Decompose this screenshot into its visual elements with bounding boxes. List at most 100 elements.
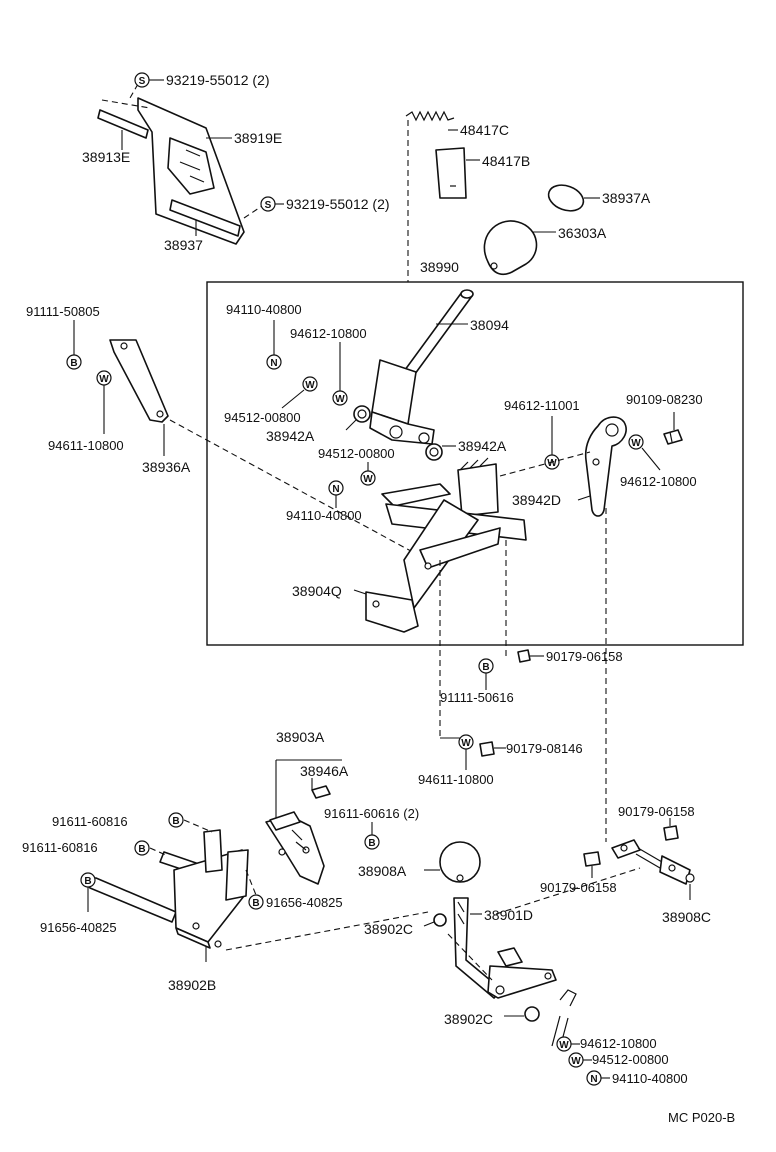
svg-text:N: N bbox=[270, 358, 277, 369]
label-94612-10800-c: 94612-10800 bbox=[580, 1036, 657, 1051]
pin-38946a-drawing bbox=[311, 785, 331, 799]
bolt-90109-08230-drawing bbox=[663, 429, 683, 445]
svg-text:W: W bbox=[461, 738, 471, 749]
bracket-38903a-drawing bbox=[265, 811, 325, 885]
bushing-38942a-right bbox=[425, 443, 443, 461]
svg-text:W: W bbox=[547, 458, 557, 469]
rod-end-38908c-drawing bbox=[611, 839, 695, 885]
label-38094: 38094 bbox=[470, 317, 509, 333]
svg-text:W: W bbox=[305, 380, 315, 391]
svg-text:N: N bbox=[590, 1074, 597, 1085]
assembly-38990-box bbox=[206, 281, 744, 646]
nut-icon-94110-40800-b: N bbox=[328, 480, 344, 496]
label-91611-60816-b: 91611-60816 bbox=[22, 840, 98, 855]
label-94611-10800-a: 94611-10800 bbox=[48, 438, 124, 453]
bushing-38942a-left bbox=[353, 405, 371, 423]
nut-90179-08146-drawing bbox=[479, 741, 495, 757]
label-90179-06158-c: 90179-06158 bbox=[540, 880, 617, 895]
washer-icon-94512-00800-b: W bbox=[360, 470, 376, 486]
label-38919e: 38919E bbox=[234, 130, 282, 146]
knob-36303a-drawing bbox=[483, 220, 538, 276]
label-38908a: 38908A bbox=[358, 863, 407, 879]
lever-38901d-drawing bbox=[453, 897, 557, 999]
nut-icon-94110-40800-c: N bbox=[586, 1070, 602, 1086]
bolt-icon-91611-60816-b: B bbox=[134, 840, 150, 856]
bracket-38904q-drawing bbox=[365, 457, 527, 633]
svg-text:W: W bbox=[335, 394, 345, 405]
label-93219-55012-top: 93219-55012 (2) bbox=[166, 72, 270, 88]
clip-48417b-drawing bbox=[435, 147, 467, 199]
lever-38094-drawing bbox=[369, 289, 474, 445]
svg-text:B: B bbox=[138, 844, 145, 855]
label-91656-40825-r: 91656-40825 bbox=[266, 895, 343, 910]
svg-text:W: W bbox=[571, 1056, 581, 1067]
label-38942d: 38942D bbox=[512, 492, 561, 508]
bracket-38902b-drawing bbox=[81, 829, 249, 949]
label-90179-06158-a: 90179-06158 bbox=[546, 649, 623, 664]
label-94611-10800-b: 94611-10800 bbox=[418, 772, 494, 787]
label-94612-11001: 94612-11001 bbox=[504, 398, 580, 413]
nut-90179-06158-b-drawing bbox=[663, 825, 679, 841]
label-93219-55012-mid: 93219-55012 (2) bbox=[286, 196, 390, 212]
label-91656-40825-l: 91656-40825 bbox=[40, 920, 117, 935]
label-36303a: 36303A bbox=[558, 225, 607, 241]
washer-icon-94612-10800-a: W bbox=[332, 390, 348, 406]
svg-text:S: S bbox=[265, 200, 272, 211]
label-38908c: 38908C bbox=[662, 909, 711, 925]
label-91611-60816-a: 91611-60816 bbox=[52, 814, 128, 829]
label-38942a-left: 38942A bbox=[266, 428, 315, 444]
label-91111-50616: 91111-50616 bbox=[440, 690, 514, 705]
svg-text:S: S bbox=[139, 76, 146, 87]
washer-icon-94611-10800-b: W bbox=[458, 734, 474, 750]
bushing-38902c-a-drawing bbox=[433, 913, 447, 927]
svg-text:B: B bbox=[172, 816, 179, 827]
bolt-icon-91656-40825-r: B bbox=[248, 894, 264, 910]
label-94612-10800-b: 94612-10800 bbox=[620, 474, 697, 489]
svg-text:B: B bbox=[70, 358, 77, 369]
label-38903a: 38903A bbox=[276, 729, 325, 745]
label-38902c-b: 38902C bbox=[444, 1011, 493, 1027]
label-90179-08146: 90179-08146 bbox=[506, 741, 583, 756]
screw-icon-93219-55012-mid: S bbox=[260, 196, 276, 212]
diagram-code: MC P020-B bbox=[668, 1110, 735, 1125]
bracket-38919e-drawing bbox=[97, 97, 245, 245]
label-38904q: 38904Q bbox=[292, 583, 342, 599]
svg-text:B: B bbox=[252, 898, 259, 909]
svg-text:B: B bbox=[482, 662, 489, 673]
washer-icon-94512-00800-a: W bbox=[302, 376, 318, 392]
plate-38936a-drawing bbox=[109, 339, 169, 423]
svg-text:W: W bbox=[559, 1040, 569, 1051]
bolt-icon-91611-60816-a: B bbox=[168, 812, 184, 828]
label-38942a-right: 38942A bbox=[458, 438, 507, 454]
ring-38937a-drawing bbox=[547, 184, 585, 212]
label-38937a: 38937A bbox=[602, 190, 651, 206]
bracket-leaders bbox=[101, 83, 263, 236]
lever-38942d-drawing bbox=[584, 416, 627, 517]
nut-90179-06158-c-drawing bbox=[583, 851, 601, 867]
label-94512-00800-a: 94512-00800 bbox=[224, 410, 301, 425]
label-48417c: 48417C bbox=[460, 122, 509, 138]
svg-text:W: W bbox=[631, 438, 641, 449]
svg-text:W: W bbox=[99, 374, 109, 385]
label-94110-40800-b: 94110-40800 bbox=[286, 508, 362, 523]
label-38902b: 38902B bbox=[168, 977, 216, 993]
label-38913e: 38913E bbox=[82, 149, 130, 165]
label-38990: 38990 bbox=[420, 259, 459, 275]
bolt-icon-91111-50805: B bbox=[66, 354, 82, 370]
bolt-icon-91111-50616: B bbox=[478, 658, 494, 674]
label-38936a: 38936A bbox=[142, 459, 191, 475]
label-38946a: 38946A bbox=[300, 763, 349, 779]
label-94512-00800-c: 94512-00800 bbox=[592, 1052, 669, 1067]
washer-icon-94612-10800-c: W bbox=[556, 1036, 572, 1052]
knob-38908a-drawing bbox=[439, 841, 481, 883]
label-38937: 38937 bbox=[164, 237, 203, 253]
label-94612-10800-a: 94612-10800 bbox=[290, 326, 367, 341]
svg-text:W: W bbox=[363, 474, 373, 485]
label-38902c-a: 38902C bbox=[364, 921, 413, 937]
spring-48417c-drawing bbox=[405, 110, 455, 122]
label-90109-08230: 90109-08230 bbox=[626, 392, 703, 407]
screw-icon-93219-55012-top: S bbox=[134, 72, 150, 88]
label-91611-60616: 91611-60616 (2) bbox=[324, 806, 419, 821]
bolt-icon-91611-60616: B bbox=[364, 834, 380, 850]
